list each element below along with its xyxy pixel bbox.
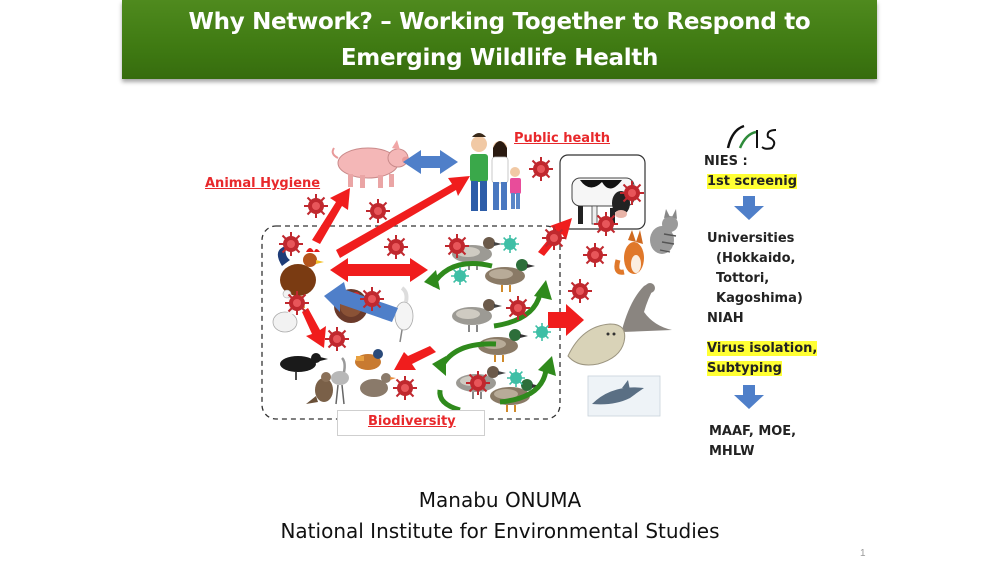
university-line-2: Tottori,	[716, 271, 770, 286]
university-line-1: (Hokkaido,	[716, 251, 796, 266]
university-line-3: Kagoshima)	[716, 291, 803, 306]
subtyping-label: Subtyping	[707, 359, 782, 379]
biodiversity-label: Biodiversity	[368, 414, 456, 429]
mandarin-duck-icon	[355, 349, 383, 370]
first-screening-text: 1st screenig	[707, 174, 798, 189]
author-institute: National Institute for Environmental Stu…	[280, 519, 720, 543]
dolphin-icon	[587, 375, 661, 417]
egret-icon	[394, 286, 414, 343]
slide-title-line-1: Why Network? – Working Together to Respo…	[188, 9, 811, 35]
seal-icon	[567, 323, 626, 366]
first-screening-label: 1st screenig	[707, 172, 798, 192]
cow-icon	[559, 154, 646, 230]
hawk-icon	[306, 372, 333, 404]
crow-icon	[280, 353, 328, 380]
rooster-icon	[277, 246, 324, 309]
flow-down-arrows	[734, 196, 764, 409]
public-health-label: Public health	[514, 131, 611, 146]
pig-human-double-arrow	[403, 150, 458, 174]
page-number: 1	[860, 548, 866, 559]
biodiversity-box	[337, 410, 485, 436]
crane-icon	[331, 357, 349, 405]
animal-hygiene-label: Animal Hygiene	[205, 176, 321, 191]
universities-label: Universities	[707, 231, 795, 246]
author-name: Manabu ONUMA	[418, 488, 582, 512]
cycle-arrowheads	[424, 270, 556, 376]
cat-icon	[650, 209, 678, 254]
blue-arrow-icon	[324, 282, 398, 322]
greylag-goose-icon	[360, 373, 396, 397]
title-banner: Why Network? – Working Together to Respo…	[122, 0, 877, 79]
subtyping-text: Subtyping	[707, 361, 782, 376]
niah-label: NIAH	[707, 311, 744, 326]
nies-heading: NIES :	[704, 154, 748, 169]
family-icon	[470, 133, 521, 211]
sea-lion-icon	[622, 283, 672, 332]
pig-icon	[331, 140, 410, 188]
nies-logo	[726, 124, 777, 150]
ministries-line-2: MHLW	[709, 444, 755, 459]
virus-isolation-label: Virus isolation,	[707, 339, 818, 359]
virus-isolation-text: Virus isolation,	[707, 341, 818, 356]
slide-title-line-2: Emerging Wildlife Health	[340, 45, 659, 71]
ministries-line-1: MAAF, MOE,	[709, 424, 797, 439]
fox-icon	[614, 230, 644, 275]
